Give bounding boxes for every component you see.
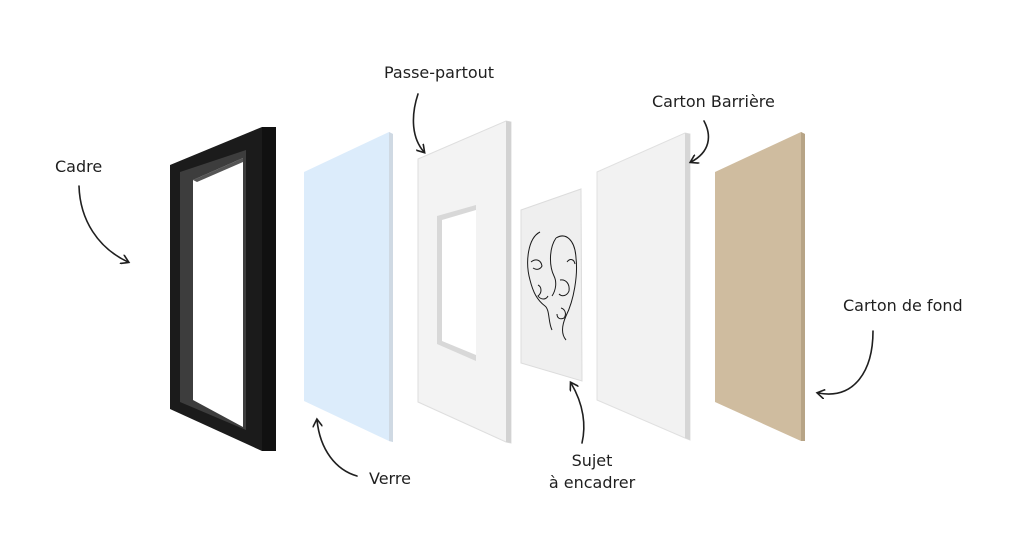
label-sujet-line1: Sujet — [571, 451, 613, 470]
label-sujet-line2: à encadrer — [548, 473, 636, 492]
arrow-carton-de-fond — [818, 330, 874, 394]
sujet-artwork — [520, 188, 583, 382]
label-passe-partout: Passe-partout — [384, 63, 495, 82]
label-carton-barriere: Carton Barrière — [652, 92, 775, 111]
label-verre: Verre — [369, 469, 411, 488]
label-cadre: Cadre — [55, 157, 103, 176]
arrow-cadre — [78, 185, 128, 262]
label-sujet: Sujet à encadrer — [540, 450, 644, 494]
verre-glass — [304, 132, 393, 442]
line-art-faces — [527, 231, 577, 341]
arrow-passe-partout — [412, 93, 424, 152]
arrow-carton-barriere — [691, 120, 710, 162]
carton-barriere-board — [596, 132, 691, 441]
passe-partout-mat — [417, 120, 512, 444]
label-carton-de-fond: Carton de fond — [843, 296, 963, 315]
arrows — [78, 93, 874, 477]
arrow-verre — [317, 420, 358, 477]
arrow-sujet — [571, 383, 585, 444]
cadre-frame — [170, 127, 276, 451]
carton-de-fond-backing — [715, 132, 805, 441]
